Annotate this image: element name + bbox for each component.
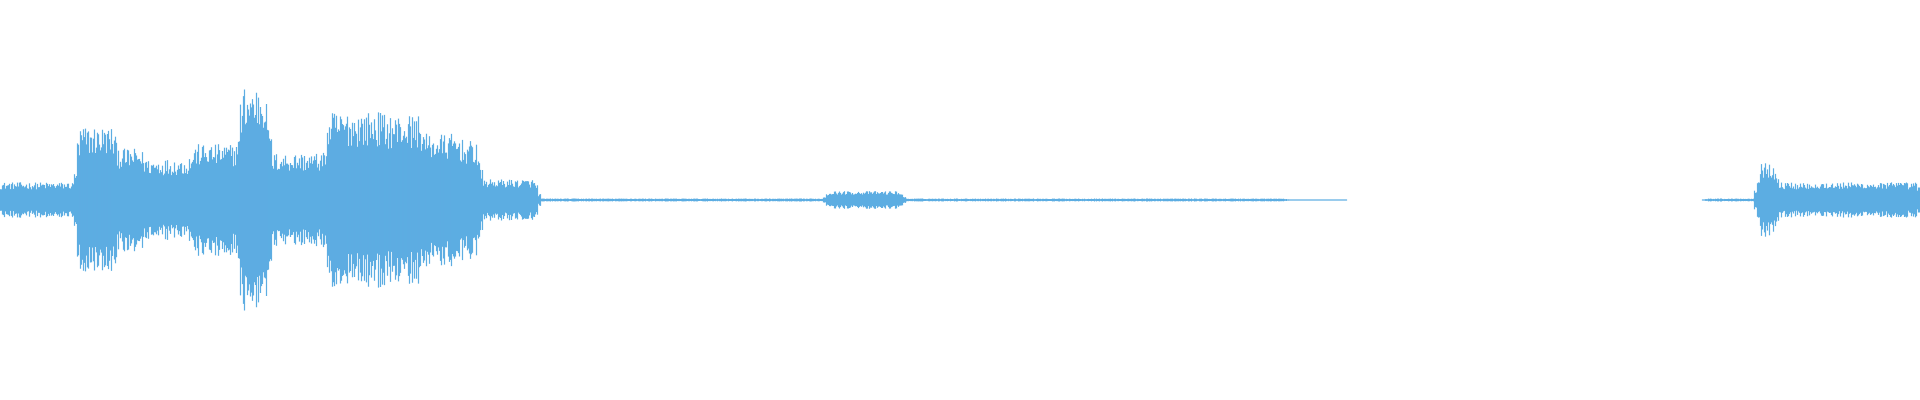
waveform-samples: [0, 89, 1920, 311]
